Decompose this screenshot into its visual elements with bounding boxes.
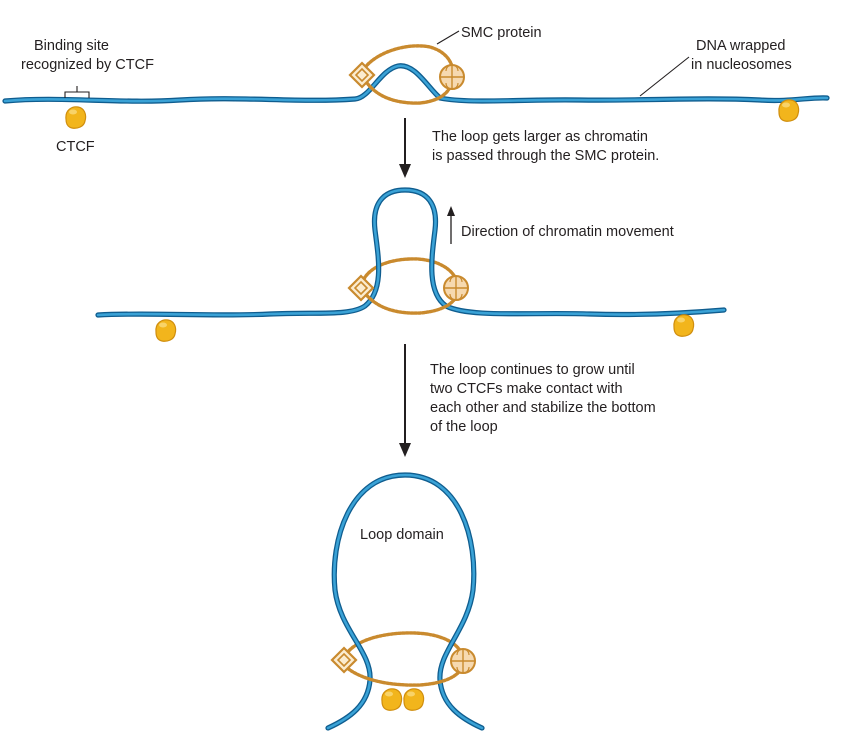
smc-leader-line bbox=[436, 30, 460, 45]
step-2-caption: each other and stabilize the bottom bbox=[430, 400, 656, 416]
binding-site-label: recognized by CTCF bbox=[21, 57, 154, 73]
ctcf-protein-icon bbox=[778, 99, 800, 122]
smc-head-right-icon bbox=[439, 64, 465, 90]
ctcf-protein-icon bbox=[155, 319, 177, 342]
step-1-caption: The loop gets larger as chromatin bbox=[432, 129, 648, 145]
step-2-caption: The loop continues to grow until bbox=[430, 362, 635, 378]
smc-head-left-icon bbox=[348, 61, 376, 89]
ctcf-protein-icon bbox=[673, 314, 695, 337]
dna-label: in nucleosomes bbox=[691, 57, 792, 73]
dna-leader-line bbox=[639, 56, 690, 97]
smc-ring-back-3 bbox=[341, 631, 465, 662]
binding-site-bracket bbox=[64, 86, 90, 98]
smc-head-left-icon bbox=[330, 646, 358, 674]
loop-domain-label: Loop domain bbox=[360, 527, 444, 543]
smc-ring-front-1 bbox=[363, 76, 454, 105]
ctcf-protein-icon bbox=[381, 688, 403, 711]
binding-site-label: Binding site bbox=[34, 38, 109, 54]
smc-head-right-icon bbox=[450, 648, 476, 674]
ctcf-label: CTCF bbox=[56, 139, 95, 155]
direction-label: Direction of chromatin movement bbox=[461, 224, 674, 240]
step-1-caption: is passed through the SMC protein. bbox=[432, 148, 659, 164]
ctcf-protein-icon bbox=[403, 688, 425, 711]
smc-protein-label: SMC protein bbox=[461, 25, 542, 41]
smc-ring-back-1 bbox=[359, 44, 455, 78]
process-arrow-2 bbox=[399, 344, 411, 457]
ctcf-protein-icon bbox=[65, 106, 87, 129]
dna-strand-1 bbox=[2, 63, 830, 104]
direction-arrow bbox=[447, 206, 455, 244]
dna-loop-domain bbox=[325, 472, 485, 731]
smc-head-right-icon bbox=[443, 275, 469, 301]
step-2-caption: two CTCFs make contact with bbox=[430, 381, 623, 397]
panel-2: Direction of chromatin movement bbox=[95, 187, 727, 342]
dna-strand-2 bbox=[95, 187, 727, 318]
step-2-caption: of the loop bbox=[430, 419, 498, 435]
process-arrow-1 bbox=[399, 118, 411, 178]
panel-3: Loop domain bbox=[325, 472, 485, 731]
smc-ring-front-3 bbox=[343, 660, 465, 687]
dna-label: DNA wrapped bbox=[696, 38, 785, 54]
panel-1: Binding site recognized by CTCF CTCF SMC… bbox=[2, 25, 830, 155]
